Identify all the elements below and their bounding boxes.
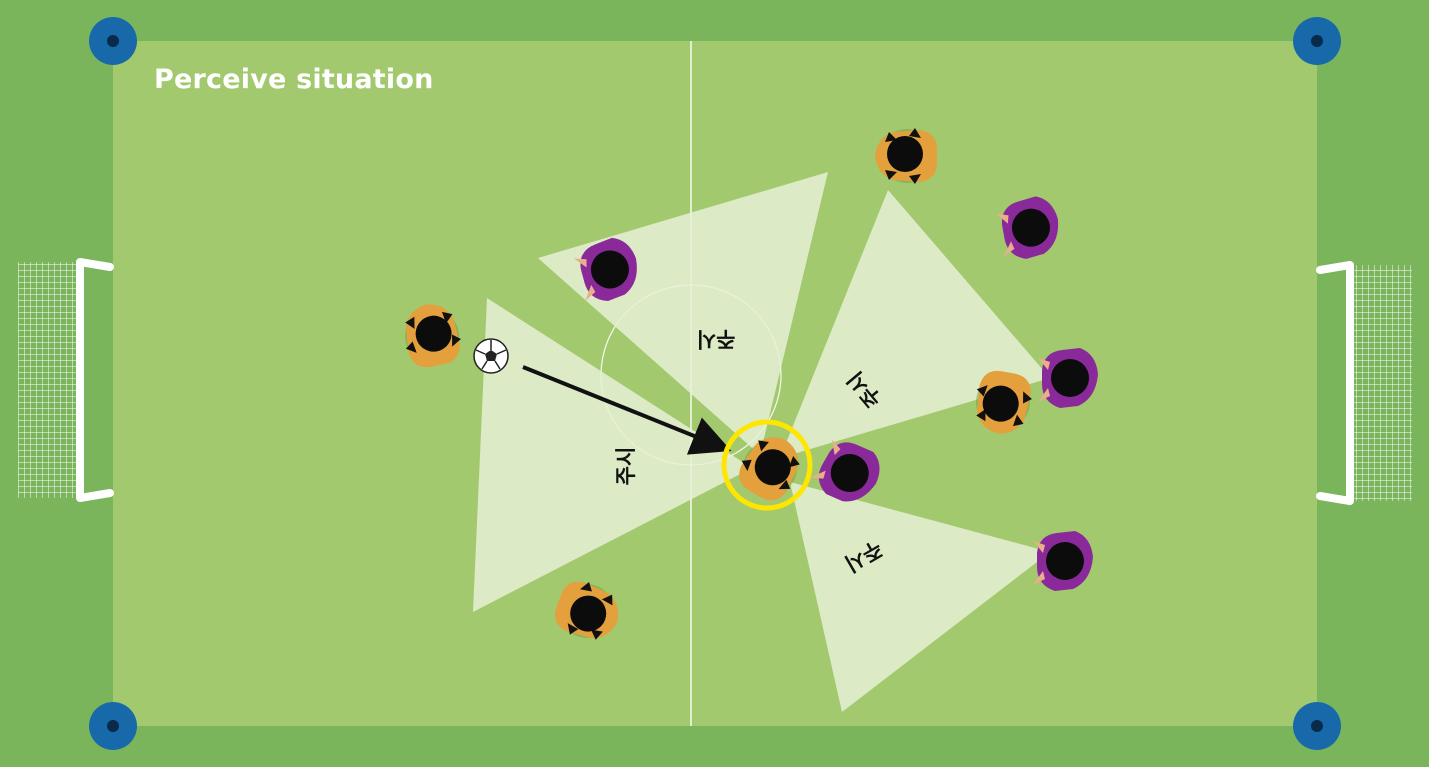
focus-ring — [721, 419, 813, 511]
diagram-title: Perceive situation — [154, 64, 434, 95]
corner-marker-icon — [89, 702, 137, 750]
pass-arrow-icon — [522, 365, 732, 455]
cone-label-top: 주시 — [697, 327, 736, 351]
vision-cone-right-lower — [790, 482, 1050, 712]
soccer-ball-icon — [473, 338, 509, 374]
cone-label-left: 주시 — [614, 447, 638, 486]
corner-marker-icon — [89, 17, 137, 65]
goal-right — [1316, 261, 1412, 505]
goal-net-icon — [18, 262, 76, 498]
corner-marker-icon — [1293, 702, 1341, 750]
goal-left — [18, 258, 114, 502]
corner-marker-icon — [1293, 17, 1341, 65]
goal-net-icon — [1354, 265, 1412, 501]
